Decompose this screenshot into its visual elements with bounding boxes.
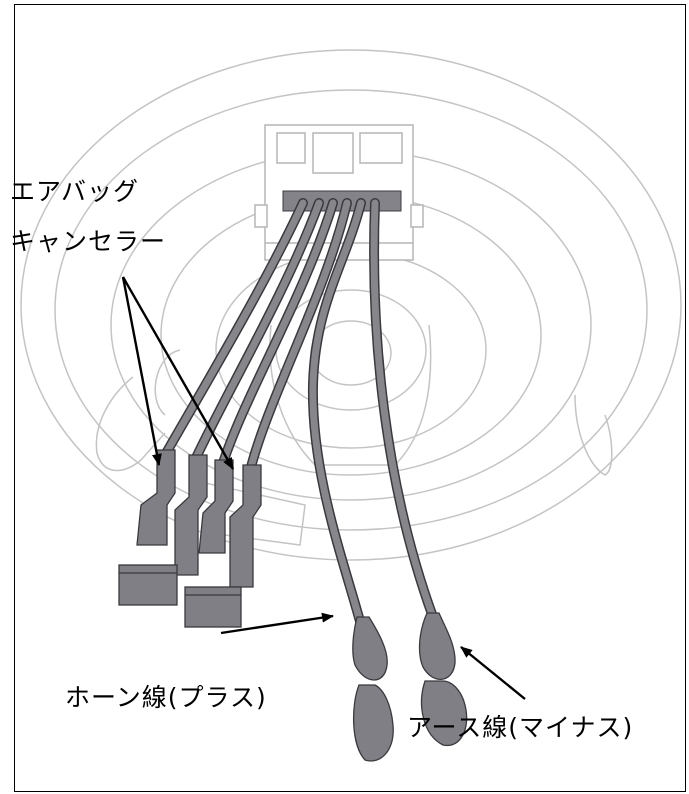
airbag-arrow-right <box>121 276 235 470</box>
horn-wire-terminal <box>352 616 394 762</box>
pointer-arrows <box>121 276 526 700</box>
airbag-arrow-left <box>121 276 162 466</box>
earth-wire-label: アース線(マイナス) <box>407 713 634 742</box>
wire-bundle <box>160 198 438 630</box>
earth-wire-terminal <box>418 612 468 747</box>
earth-arrow <box>460 646 526 700</box>
figure-frame: エアバッグ キャンセラー ホーン線(プラス) アース線(マイナス) <box>10 4 686 792</box>
airbag-canceller-label-line1: エアバッグ <box>10 177 140 206</box>
clock-spring-diagram <box>20 49 682 762</box>
horn-wire-label: ホーン線(プラス) <box>65 683 267 712</box>
airbag-canceller-label-line2: キャンセラー <box>10 227 167 256</box>
horn-arrow <box>220 612 334 635</box>
airbag-canceller-plugs <box>118 449 262 628</box>
